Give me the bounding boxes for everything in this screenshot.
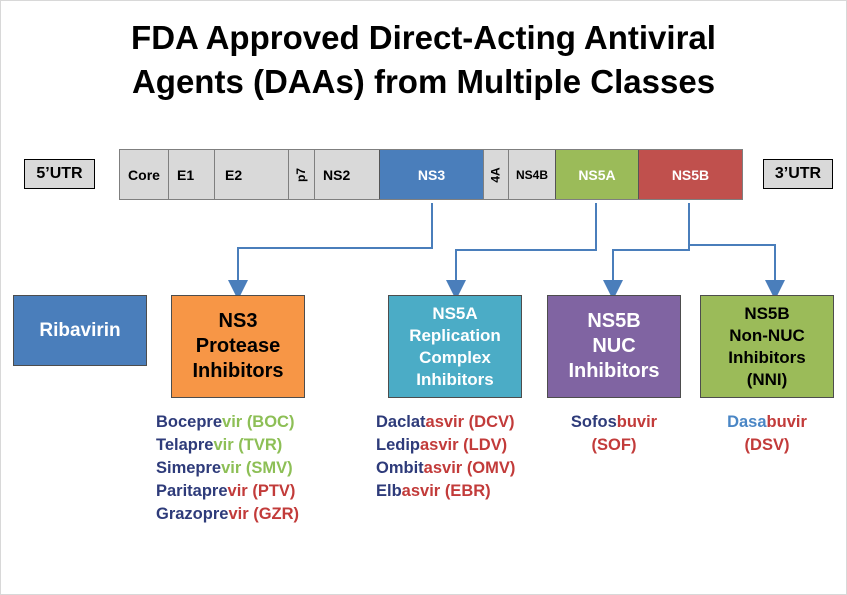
ribavirin-box: Ribavirin	[13, 295, 147, 366]
drug-item: Sofosbuvir	[570, 413, 658, 431]
segment-e2: E2	[214, 150, 288, 199]
drug-item: Paritaprevir (PTV)	[156, 482, 296, 500]
drug-item: Ledipasvir (LDV)	[376, 436, 508, 454]
segment-p7: p7	[288, 150, 314, 199]
drug-item: Elbasvir (EBR)	[376, 482, 491, 500]
arrow-ns3	[228, 203, 433, 300]
title-line-1: FDA Approved Direct-Acting Antiviral	[131, 19, 716, 56]
drug-item: Dasabuvir	[727, 413, 807, 431]
segment-ns5a: NS5A	[555, 150, 638, 199]
drug-item: Boceprevir (BOC)	[156, 413, 295, 431]
segment-core: Core	[128, 166, 160, 183]
arrow-ns5a	[446, 203, 597, 300]
nni-drug-list: Dasabuvir (DSV)	[702, 411, 832, 457]
slide-title: FDA Approved Direct-Acting Antiviral Age…	[0, 16, 847, 104]
title-line-2: Agents (DAAs) from Multiple Classes	[131, 63, 716, 100]
nuc-drug-list: Sofosbuvir (SOF)	[556, 411, 672, 457]
segment-ns3: NS3	[379, 150, 483, 199]
ns5b-nni-box: NS5B Non-NUC Inhibitors (NNI)	[700, 295, 834, 398]
drug-abbr: (DSV)	[744, 436, 790, 454]
ns5a-inhibitors-box: NS5A Replication Complex Inhibitors	[388, 295, 522, 398]
ns5a-drug-list: Daclatasvir (DCV) Ledipasvir (LDV) Ombit…	[376, 411, 515, 503]
utr5-label: 5’UTR	[24, 159, 95, 189]
segment-ns2: NS2	[314, 150, 379, 199]
drug-item: Ombitasvir (OMV)	[376, 459, 516, 477]
drug-abbr: (SOF)	[591, 436, 637, 454]
drug-item: Grazoprevir (GZR)	[156, 505, 300, 523]
arrow-ns5b-nni	[689, 244, 785, 300]
hcv-genome: Core E1 E2 p7 NS2 NS3 4A NS4B NS5A NS5B	[119, 149, 743, 200]
utr3-label: 3’UTR	[763, 159, 833, 189]
segment-4a: 4A	[483, 150, 508, 199]
segment-ns4b: NS4B	[508, 150, 555, 199]
drug-item: Telaprevir (TVR)	[156, 436, 283, 454]
ns3-drug-list: Boceprevir (BOC) Telaprevir (TVR) Simepr…	[156, 411, 299, 526]
segment-ns5b: NS5B	[638, 150, 742, 199]
segment-e1: E1	[168, 150, 214, 199]
arrow-ns5b-nuc	[603, 203, 690, 300]
ns3-protease-inhibitors-box: NS3 Protease Inhibitors	[171, 295, 305, 398]
drug-item: Daclatasvir (DCV)	[376, 413, 515, 431]
ns5b-nuc-inhibitors-box: NS5B NUC Inhibitors	[547, 295, 681, 398]
drug-item: Simeprevir (SMV)	[156, 459, 293, 477]
